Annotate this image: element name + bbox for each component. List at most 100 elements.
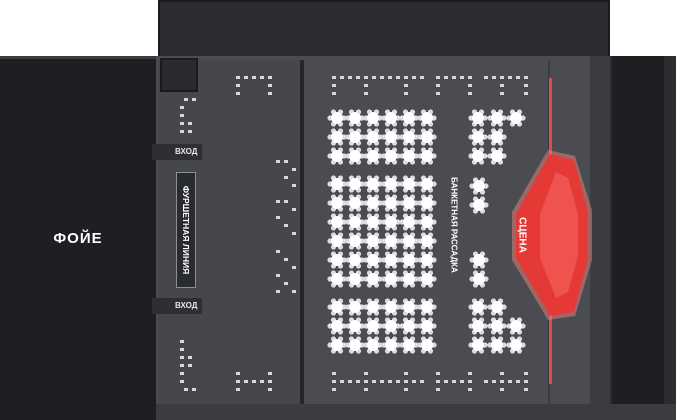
stool [500,84,504,87]
banquet-table[interactable] [487,317,507,335]
banquet-table[interactable] [399,147,419,165]
banquet-table[interactable] [469,177,489,195]
banquet-table[interactable] [363,109,383,127]
banquet-table[interactable] [417,128,437,146]
stool [516,76,520,79]
banquet-table[interactable] [417,213,437,231]
banquet-table[interactable] [381,147,401,165]
entrance-top-door[interactable] [152,144,202,160]
banquet-table[interactable] [487,147,507,165]
banquet-table[interactable] [468,298,488,316]
banquet-table[interactable] [363,336,383,354]
table-top [367,320,379,332]
banquet-table[interactable] [345,109,365,127]
banquet-table[interactable] [363,147,383,165]
banquet-table[interactable] [363,251,383,269]
banquet-table[interactable] [381,109,401,127]
banquet-table[interactable] [399,232,419,250]
banquet-table[interactable] [417,317,437,335]
banquet-table[interactable] [381,317,401,335]
banquet-table[interactable] [417,298,437,316]
banquet-table[interactable] [345,232,365,250]
banquet-table[interactable] [468,128,488,146]
banquet-table[interactable] [381,232,401,250]
banquet-table[interactable] [417,109,437,127]
buffet-line-counter[interactable]: ФУРШЕТНАЯ ЛИНИЯ [176,172,196,288]
banquet-table[interactable] [327,298,347,316]
banquet-table[interactable] [327,251,347,269]
banquet-table[interactable] [487,109,507,127]
banquet-table[interactable] [363,213,383,231]
banquet-table[interactable] [363,317,383,335]
banquet-table[interactable] [363,270,383,288]
banquet-table[interactable] [327,317,347,335]
banquet-table[interactable] [345,194,365,212]
banquet-table[interactable] [417,147,437,165]
banquet-table[interactable] [327,336,347,354]
banquet-table[interactable] [363,232,383,250]
banquet-table[interactable] [345,175,365,193]
banquet-table[interactable] [399,213,419,231]
banquet-table[interactable] [381,298,401,316]
banquet-table[interactable] [469,270,489,288]
banquet-table[interactable] [363,298,383,316]
banquet-table[interactable] [417,175,437,193]
banquet-table[interactable] [381,336,401,354]
banquet-table[interactable] [363,128,383,146]
banquet-table[interactable] [417,194,437,212]
banquet-table[interactable] [469,196,489,214]
banquet-table[interactable] [345,213,365,231]
banquet-table[interactable] [417,232,437,250]
banquet-table[interactable] [399,336,419,354]
banquet-table[interactable] [399,251,419,269]
banquet-table[interactable] [417,251,437,269]
entrance-bottom-door[interactable] [152,298,202,314]
banquet-table[interactable] [417,336,437,354]
banquet-table[interactable] [327,175,347,193]
banquet-table[interactable] [506,109,526,127]
banquet-table[interactable] [327,109,347,127]
banquet-table[interactable] [381,194,401,212]
banquet-table[interactable] [399,298,419,316]
banquet-table[interactable] [506,317,526,335]
banquet-table[interactable] [345,270,365,288]
banquet-table[interactable] [345,251,365,269]
banquet-table[interactable] [345,336,365,354]
banquet-table[interactable] [327,232,347,250]
banquet-table[interactable] [399,109,419,127]
banquet-table[interactable] [345,147,365,165]
banquet-table[interactable] [399,194,419,212]
banquet-table[interactable] [345,128,365,146]
banquet-table[interactable] [468,336,488,354]
banquet-table[interactable] [487,298,507,316]
banquet-table[interactable] [487,336,507,354]
banquet-table[interactable] [487,128,507,146]
banquet-table[interactable] [381,270,401,288]
banquet-table[interactable] [381,175,401,193]
banquet-table[interactable] [468,147,488,165]
banquet-table[interactable] [468,317,488,335]
banquet-table[interactable] [327,194,347,212]
banquet-table[interactable] [417,270,437,288]
banquet-table[interactable] [399,128,419,146]
banquet-table[interactable] [363,194,383,212]
banquet-table[interactable] [399,317,419,335]
banquet-table[interactable] [506,336,526,354]
banquet-table[interactable] [327,213,347,231]
table-top [403,254,415,266]
stage[interactable] [512,150,592,320]
banquet-table[interactable] [468,109,488,127]
banquet-table[interactable] [381,213,401,231]
banquet-table[interactable] [381,251,401,269]
banquet-table[interactable] [327,147,347,165]
banquet-table[interactable] [363,175,383,193]
banquet-table[interactable] [399,175,419,193]
banquet-table[interactable] [345,298,365,316]
banquet-table[interactable] [381,128,401,146]
banquet-table[interactable] [345,317,365,335]
banquet-table[interactable] [327,270,347,288]
banquet-table[interactable] [399,270,419,288]
banquet-table[interactable] [469,251,489,269]
banquet-table[interactable] [327,128,347,146]
